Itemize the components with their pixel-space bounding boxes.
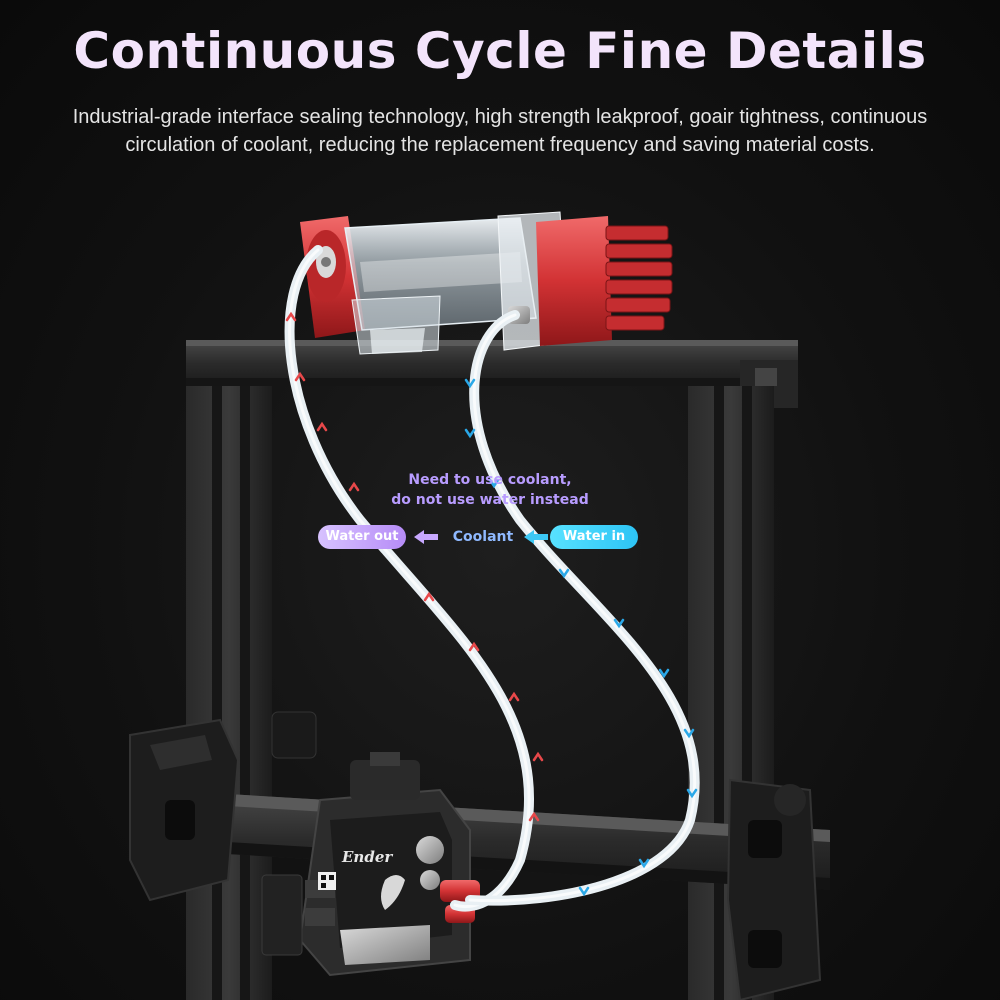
- coolant-warning: Need to use coolant, do not use water in…: [340, 470, 640, 510]
- upright-bracket: [271, 711, 317, 759]
- coolant-warning-line-2: do not use water instead: [391, 492, 589, 508]
- water-in-badge: Water in: [550, 525, 638, 549]
- flow-arrows-blue: [464, 378, 698, 897]
- arrow-left-icon: [414, 530, 438, 544]
- coolant-warning-line-1: Need to use coolant,: [408, 472, 572, 488]
- left-gantry-clamp: [129, 718, 240, 902]
- printhead-brand: Ender: [341, 848, 393, 866]
- flow-arrows-red: [285, 311, 544, 822]
- printhead-assembly: Ender: [261, 752, 471, 977]
- water-out-badge: Water out: [318, 525, 406, 549]
- page-title: Continuous Cycle Fine Details: [73, 22, 927, 80]
- coolant-tube-out: [284, 245, 534, 912]
- coolant-tube-in: [465, 310, 700, 906]
- frame-left-upright: [186, 386, 272, 1000]
- page-description: Industrial-grade interface sealing techn…: [72, 106, 928, 156]
- arrow-left-icon: [524, 530, 548, 544]
- right-gantry-clamp: [726, 778, 822, 1000]
- coolant-label: Coolant: [452, 529, 514, 545]
- flow-legend: Water out Coolant Water in: [0, 525, 1000, 551]
